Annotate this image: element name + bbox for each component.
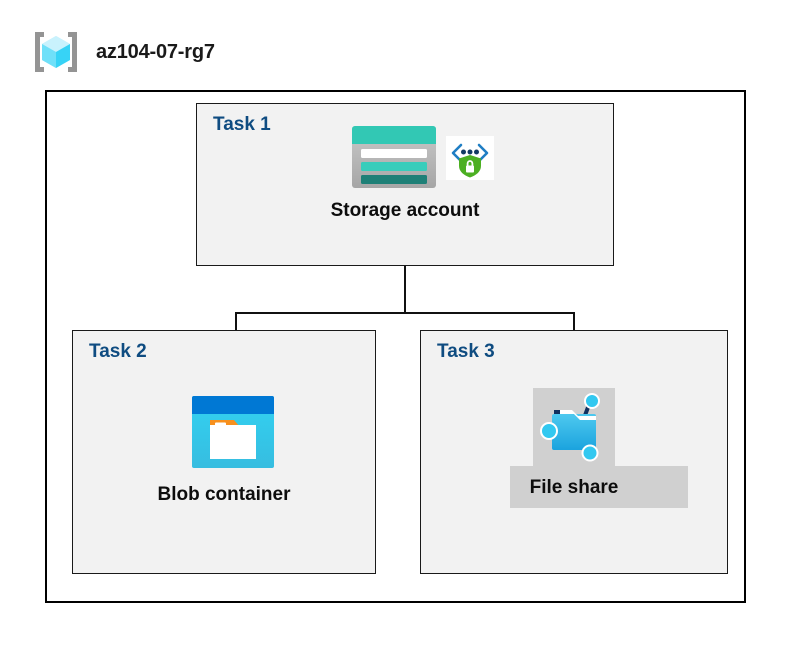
task-2-label: Task 2	[89, 341, 147, 362]
secure-endpoint-shield-icon	[446, 136, 494, 180]
blob-container-icon	[190, 394, 276, 470]
task-1-label: Task 1	[213, 114, 271, 135]
resource-group-icon	[30, 28, 82, 76]
resource-group-title: az104-07-rg7	[96, 40, 215, 63]
task-3-label: Task 3	[437, 341, 495, 362]
connector-horizontal-bus	[235, 312, 575, 314]
blob-container-label: Blob container	[157, 484, 291, 505]
connector-storage-down	[404, 266, 406, 314]
resource-group-header: az104-07-rg7	[30, 26, 430, 78]
storage-account-icon	[350, 124, 438, 190]
file-share-label-highlight	[510, 466, 688, 508]
file-share-icon	[538, 390, 612, 464]
storage-account-label: Storage account	[330, 200, 480, 221]
file-share-label: File share	[529, 477, 619, 498]
